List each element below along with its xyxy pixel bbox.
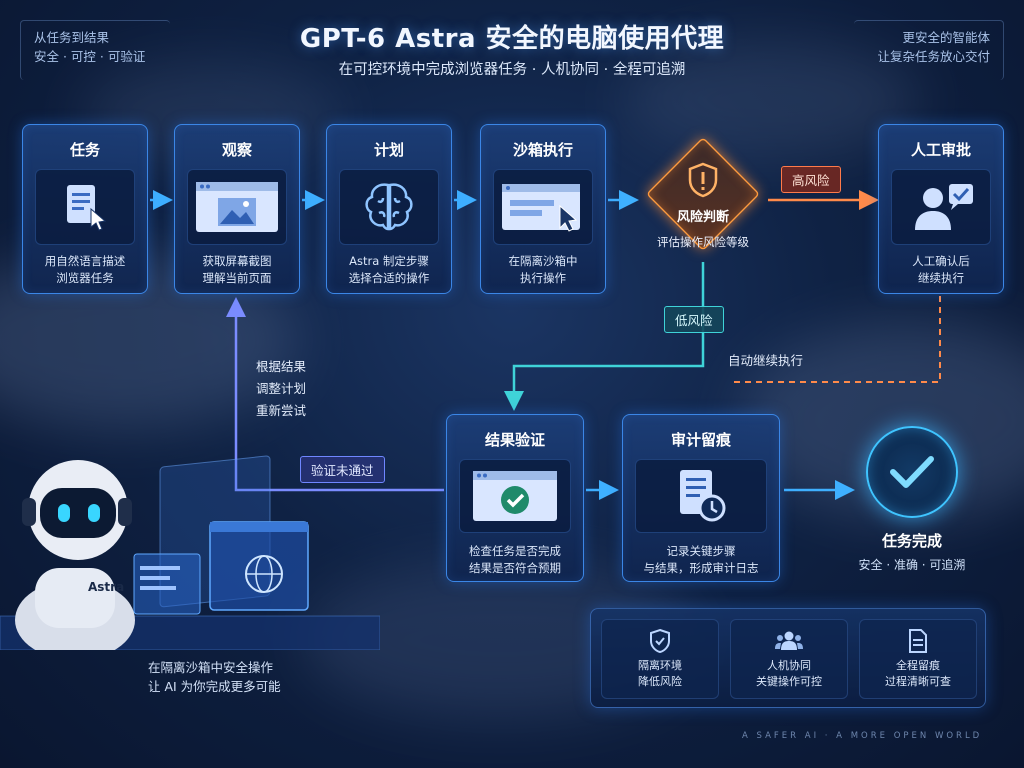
step-title: 沙箱执行 bbox=[512, 141, 573, 159]
step-desc: 用自然语言描述 浏览器任务 bbox=[44, 254, 126, 285]
risk-desc: 评估操作风险等级 bbox=[657, 235, 749, 249]
page-title: GPT-6 Astra 安全的电脑使用代理 bbox=[299, 24, 725, 54]
shield-check-icon bbox=[602, 628, 718, 654]
feature-isolation: 隔离环境 降低风险 bbox=[601, 619, 719, 699]
window-cursor-icon bbox=[493, 169, 593, 245]
step-title: 观察 bbox=[221, 141, 252, 159]
people-icon bbox=[731, 628, 847, 654]
tagline: A SAFER AI · A MORE OPEN WORLD bbox=[742, 731, 983, 741]
step-title: 结果验证 bbox=[484, 431, 545, 449]
browser-image-icon bbox=[187, 169, 287, 245]
warning-shield-icon bbox=[688, 162, 718, 198]
step-card-audit: 审计留痕 记录关键步骤 与结果，形成审计日志 bbox=[622, 414, 780, 582]
feature-panel: 隔离环境 降低风险 人机协同 关键操作可控 全程留痕 过程清晰可查 bbox=[590, 608, 986, 708]
feature-collaboration: 人机协同 关键操作可控 bbox=[730, 619, 848, 699]
step-card-sandbox: 沙箱执行 在隔离沙箱中 执行操作 bbox=[480, 124, 606, 294]
done-desc: 安全 · 准确 · 可追溯 bbox=[858, 558, 966, 572]
corner-frame-right bbox=[854, 20, 1004, 80]
step-card-plan: 计划 Astra 制定步骤 选择合适的操作 bbox=[326, 124, 452, 294]
high-risk-label: 高风险 bbox=[781, 166, 841, 193]
corner-note-left: 从任务到结果 安全 · 可控 · 可验证 bbox=[34, 30, 146, 64]
arrow-verify-retry bbox=[226, 297, 444, 492]
robot-illustration bbox=[0, 455, 380, 650]
verify-failed-label: 验证未通过 bbox=[300, 456, 385, 483]
step-desc: Astra 制定步骤 选择合适的操作 bbox=[348, 254, 430, 285]
person-check-icon bbox=[891, 169, 991, 245]
document-cursor-icon bbox=[35, 169, 135, 245]
risk-decision-node: 风险判断 bbox=[645, 136, 761, 252]
step-title: 任务 bbox=[69, 141, 100, 159]
corner-note-right: 更安全的智能体 让复杂任务放心交付 bbox=[877, 30, 990, 64]
step-desc: 人工确认后 继续执行 bbox=[912, 254, 970, 285]
auto-continue-label: 自动继续执行 bbox=[728, 353, 804, 368]
arrow-approval-continue bbox=[734, 296, 941, 383]
window-check-icon bbox=[459, 459, 571, 533]
document-icon bbox=[860, 628, 976, 654]
step-title: 审计留痕 bbox=[670, 431, 731, 449]
log-clock-icon bbox=[635, 459, 767, 533]
step-desc: 检查任务是否完成 结果是否符合预期 bbox=[469, 544, 561, 575]
feature-traceability: 全程留痕 过程清晰可查 bbox=[859, 619, 977, 699]
step-card-task: 任务 用自然语言描述 浏览器任务 bbox=[22, 124, 148, 294]
step-card-observe: 观察 获取屏幕截图 理解当前页面 bbox=[174, 124, 300, 294]
page-subtitle: 在可控环境中完成浏览器任务 · 人机协同 · 全程可追溯 bbox=[338, 62, 686, 78]
step-desc: 在隔离沙箱中 执行操作 bbox=[508, 254, 578, 285]
step-desc: 获取屏幕截图 理解当前页面 bbox=[202, 254, 272, 285]
brain-icon bbox=[339, 169, 439, 245]
retry-note: 根据结果 调整计划 重新尝试 bbox=[256, 359, 307, 418]
step-card-verify: 结果验证 检查任务是否完成 结果是否符合预期 bbox=[446, 414, 584, 582]
step-title: 计划 bbox=[373, 141, 404, 159]
low-risk-label: 低风险 bbox=[664, 306, 724, 333]
step-title: 人工审批 bbox=[910, 141, 971, 159]
step-desc: 记录关键步骤 与结果，形成审计日志 bbox=[643, 544, 759, 575]
robot-caption: 在隔离沙箱中安全操作 让 AI 为你完成更多可能 bbox=[148, 660, 281, 694]
risk-title: 风险判断 bbox=[676, 210, 729, 225]
corner-frame-left bbox=[20, 20, 170, 80]
check-circle-icon bbox=[866, 426, 958, 518]
done-title: 任务完成 bbox=[881, 532, 942, 550]
robot-badge: Astra bbox=[88, 580, 125, 594]
step-card-approval: 人工审批 人工确认后 继续执行 bbox=[878, 124, 1004, 294]
